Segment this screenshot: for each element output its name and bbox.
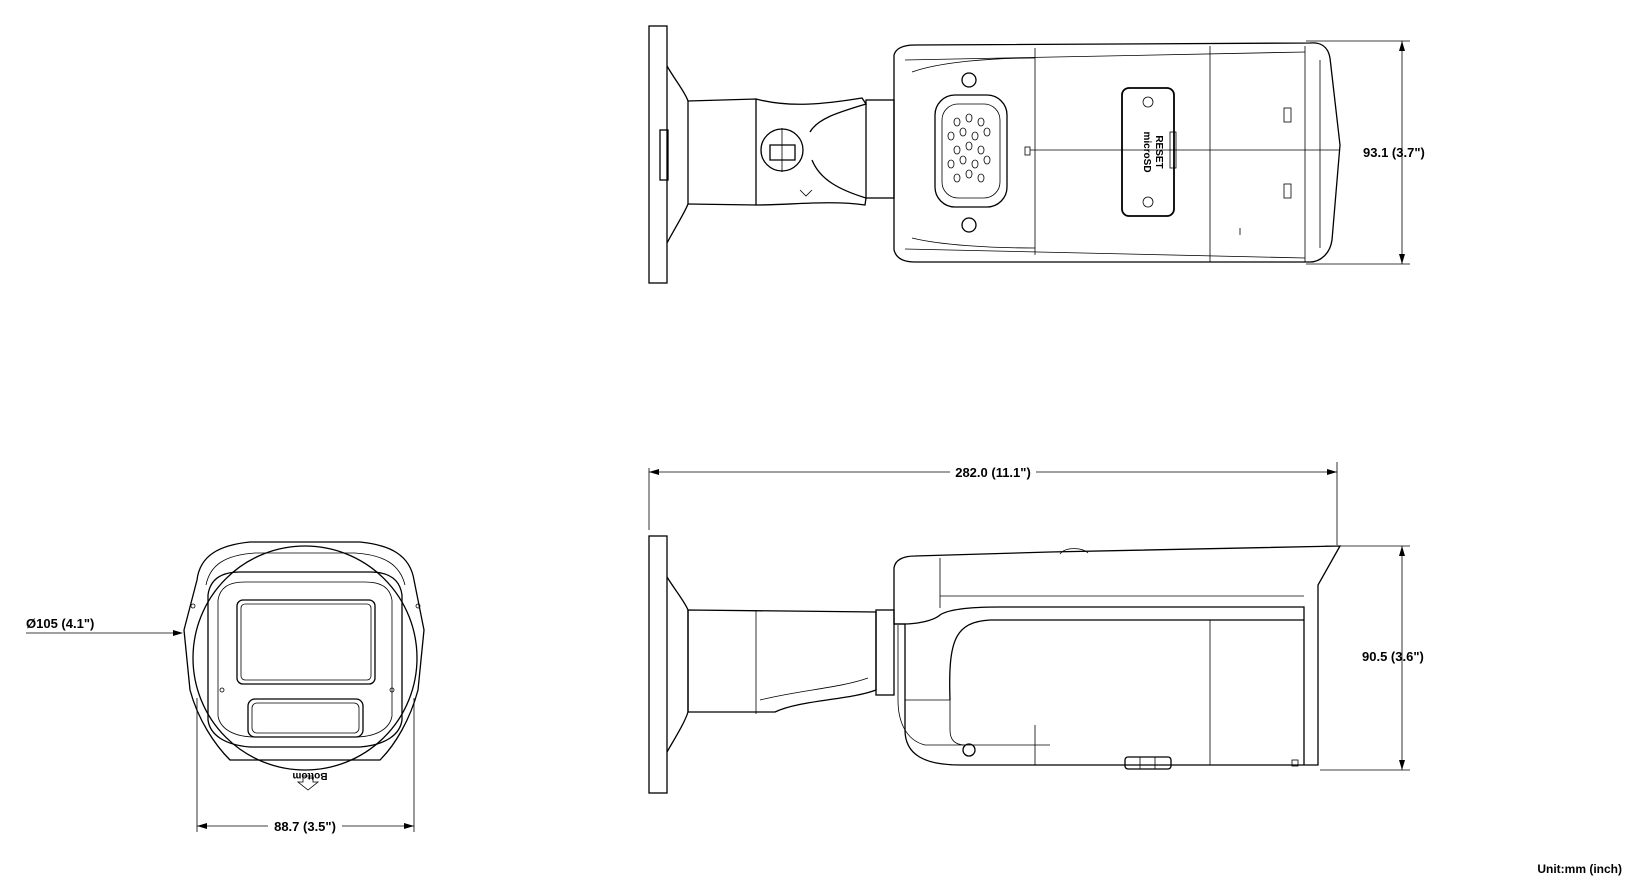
side-length-label: 282.0 (11.1") xyxy=(955,465,1031,480)
top-wall-plate xyxy=(648,25,668,284)
front-mount-disk xyxy=(192,545,418,771)
speaker-holes xyxy=(947,113,991,183)
bottom-label: Bottom xyxy=(292,770,327,781)
bottom-arrow-icon xyxy=(296,775,320,791)
front-ir-window xyxy=(247,698,364,738)
top-mount-arm xyxy=(687,98,757,206)
side-height-label: 90.5 (3.6") xyxy=(1362,649,1424,664)
microsd-label: microSD xyxy=(1141,131,1152,172)
side-view: 282.0 (11.1") 90.5 (3.6" xyxy=(648,462,1424,794)
front-view: Bottom Ø105 (4.1") 88.7 (3.5") xyxy=(26,541,425,834)
top-view: RESET microSD 93.1 (3.7") xyxy=(648,25,1425,284)
side-camera-body xyxy=(893,545,1342,766)
top-connector xyxy=(865,99,895,199)
top-arm-lower xyxy=(755,159,867,206)
front-lens-window xyxy=(236,599,376,685)
front-housing xyxy=(207,571,403,748)
top-screw-lower xyxy=(961,217,977,233)
side-mount-arm xyxy=(687,609,877,713)
front-width-label: 88.7 (3.5") xyxy=(274,819,336,834)
top-mount-flare xyxy=(666,65,689,244)
side-screw xyxy=(962,743,976,757)
side-bracket xyxy=(1124,756,1172,770)
top-wall-plate-notch xyxy=(659,129,669,181)
top-ball-screw xyxy=(769,144,796,161)
top-speaker-grille xyxy=(934,94,1008,208)
side-wall-plate xyxy=(648,535,668,794)
unit-note: Unit:mm (inch) xyxy=(1537,862,1622,876)
top-screw-upper xyxy=(961,72,977,88)
top-height-label: 93.1 (3.7") xyxy=(1363,145,1425,160)
side-mount-flare xyxy=(666,576,689,753)
reset-microsd-cover xyxy=(1121,87,1175,217)
reset-label: RESET xyxy=(1153,135,1164,168)
front-sunshield xyxy=(183,541,425,761)
top-arm-upper xyxy=(755,97,868,133)
top-camera-body xyxy=(893,42,1341,263)
front-diameter-label: Ø105 (4.1") xyxy=(26,616,94,631)
side-connector xyxy=(875,609,895,696)
